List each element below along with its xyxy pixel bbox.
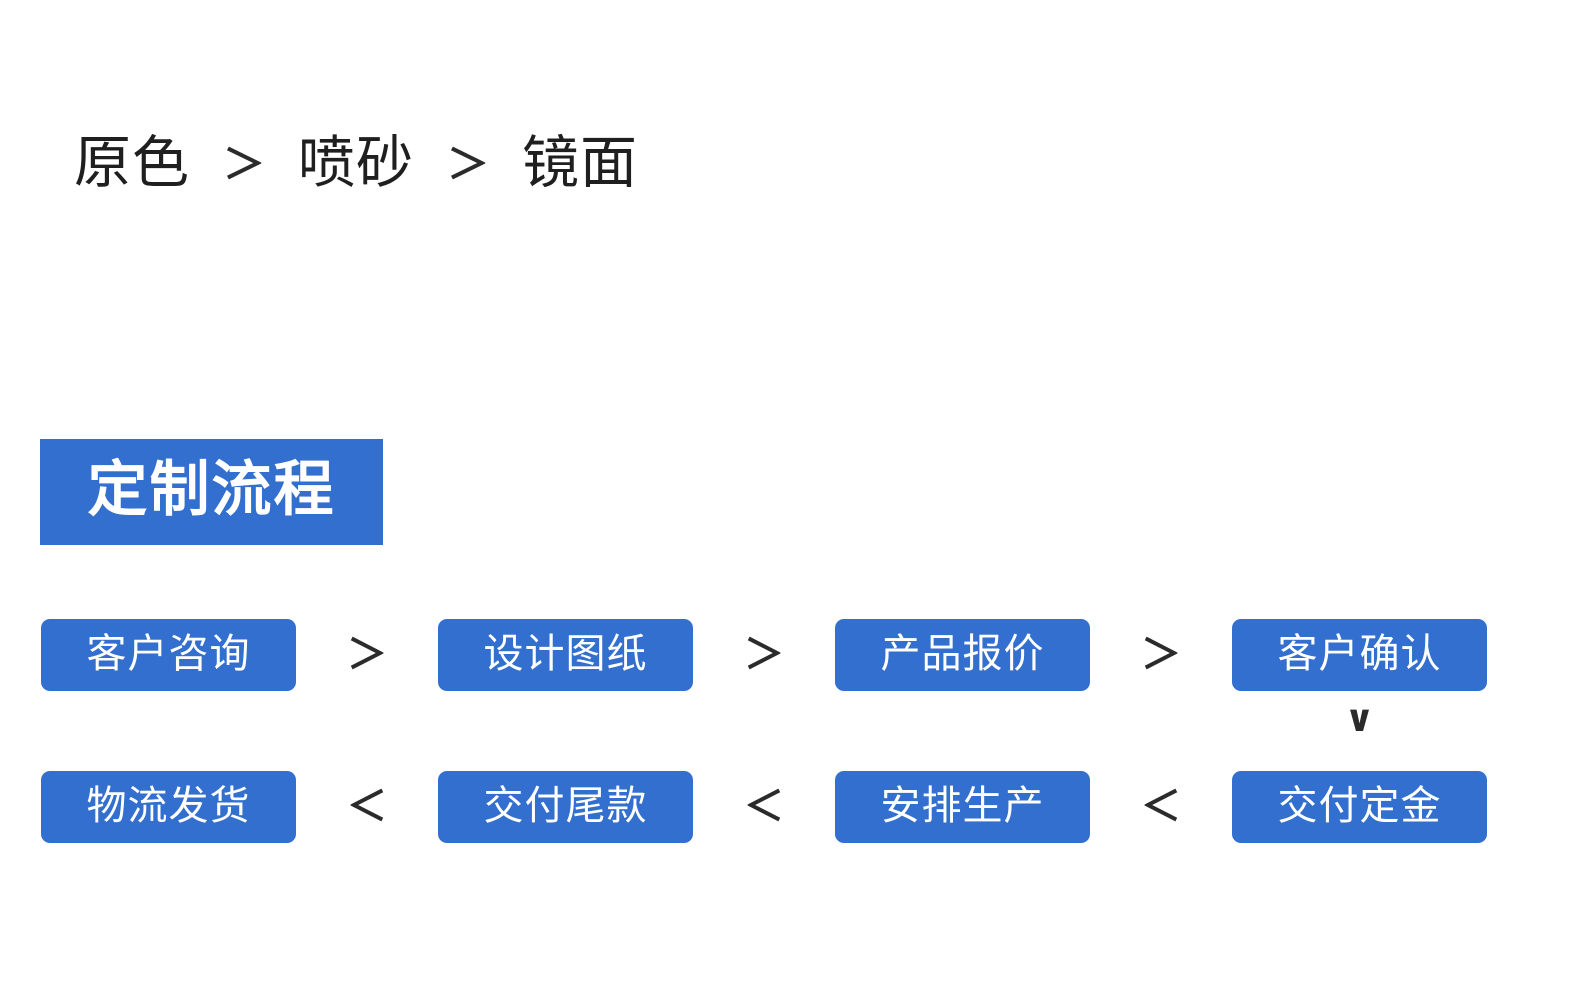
- flow-step-label: 客户咨询: [86, 632, 251, 676]
- finish-options-row: 原色 ＞ 喷砂 ＞ 镜面: [74, 128, 638, 198]
- chevron-right-icon: ＞: [447, 143, 489, 187]
- flow-step-logistics-shipping[interactable]: 物流发货: [41, 771, 296, 843]
- chevron-right-icon: ＞: [1141, 633, 1181, 677]
- flow-step-label: 产品报价: [880, 632, 1045, 676]
- flow-step-design-drawing[interactable]: 设计图纸: [438, 619, 693, 691]
- flow-step-label: 交付尾款: [483, 784, 648, 828]
- flow-step-label: 安排生产: [880, 784, 1045, 828]
- flow-step-label: 设计图纸: [483, 632, 648, 676]
- flow-step-product-quotation[interactable]: 产品报价: [835, 619, 1090, 691]
- finish-option-喷砂: 喷砂: [298, 130, 414, 195]
- flow-row-first: 客户咨询 ＞ 设计图纸 ＞ 产品报价 ＞ 客户确认: [41, 618, 1487, 692]
- finish-option-镜面: 镜面: [522, 130, 638, 195]
- chevron-left-icon: ＜: [347, 785, 387, 829]
- flow-step-label: 交付定金: [1277, 784, 1442, 828]
- flow-row-second: 物流发货 ＜ 交付尾款 ＜ 安排生产 ＜ 交付定金: [41, 770, 1487, 844]
- flow-step-arrange-production[interactable]: 安排生产: [835, 771, 1090, 843]
- chevron-right-icon: ＞: [223, 143, 265, 187]
- finish-option-原色: 原色: [74, 130, 190, 195]
- flow-step-final-payment[interactable]: 交付尾款: [438, 771, 693, 843]
- flow-step-customer-confirmation[interactable]: 客户确认: [1232, 619, 1487, 691]
- chevron-left-icon: ＜: [1141, 785, 1181, 829]
- chevron-down-icon: ∨: [1344, 698, 1375, 739]
- flow-step-customer-inquiry[interactable]: 客户咨询: [41, 619, 296, 691]
- flow-step-label: 物流发货: [86, 784, 251, 828]
- chevron-left-icon: ＜: [744, 785, 784, 829]
- chevron-right-icon: ＞: [744, 633, 784, 677]
- chevron-right-icon: ＞: [347, 633, 387, 677]
- section-heading-badge: 定制流程: [40, 439, 383, 545]
- section-heading-label: 定制流程: [87, 456, 336, 523]
- flow-step-deposit-payment[interactable]: 交付定金: [1232, 771, 1487, 843]
- flow-step-label: 客户确认: [1277, 632, 1442, 676]
